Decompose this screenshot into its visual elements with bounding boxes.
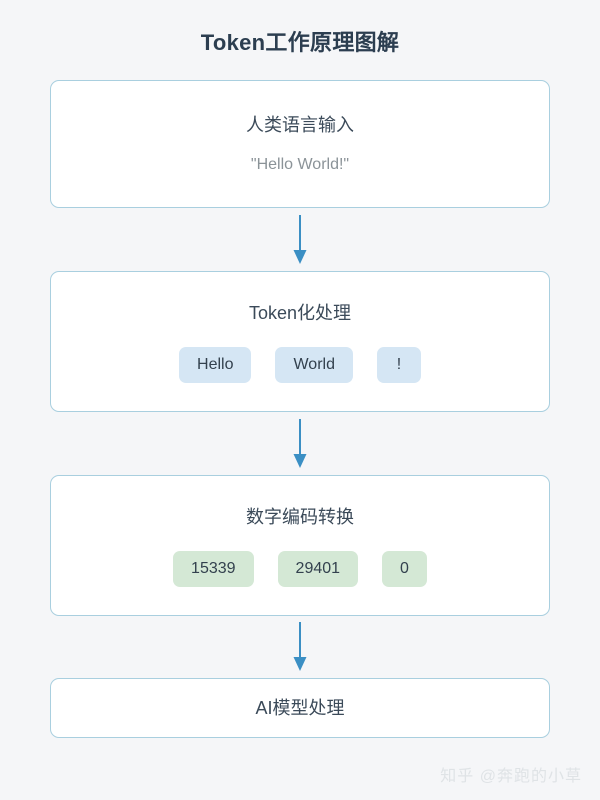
token-chip: Hello: [179, 347, 252, 383]
flow-step-numeric-encoding: 数字编码转换 15339 29401 0: [50, 475, 550, 616]
flow-step-human-language-input: 人类语言输入 "Hello World!": [50, 80, 550, 208]
flow-step-ai-model-processing: AI模型处理: [50, 678, 550, 738]
flow-step-tokenization: Token化处理 Hello World !: [50, 271, 550, 412]
flow-arrow-1: [50, 208, 550, 271]
flow-arrow-3: [50, 616, 550, 678]
step-heading: 数字编码转换: [246, 507, 354, 527]
step-heading: AI模型处理: [255, 698, 345, 718]
encoded-chip: 0: [382, 551, 427, 587]
token-chip: !: [376, 347, 421, 383]
step-heading: 人类语言输入: [246, 115, 354, 135]
encoded-chip-row: 15339 29401 0: [173, 551, 427, 587]
token-chip-row: Hello World !: [179, 347, 421, 383]
encoded-chip: 15339: [173, 551, 254, 587]
token-chip: World: [275, 347, 353, 383]
encoded-chip: 29401: [277, 551, 359, 587]
flow-diagram: 人类语言输入 "Hello World!" Token化处理 Hello Wor…: [50, 58, 550, 738]
step-heading: Token化处理: [248, 303, 352, 323]
arrow-down-icon: [293, 418, 307, 468]
arrow-down-icon: [293, 622, 307, 671]
watermark: 知乎 @奔跑的小草: [440, 768, 582, 785]
step-subtitle: "Hello World!": [250, 156, 350, 173]
page-title: Token工作原理图解: [200, 30, 400, 55]
arrow-down-icon: [293, 214, 307, 264]
flow-arrow-2: [50, 412, 550, 475]
